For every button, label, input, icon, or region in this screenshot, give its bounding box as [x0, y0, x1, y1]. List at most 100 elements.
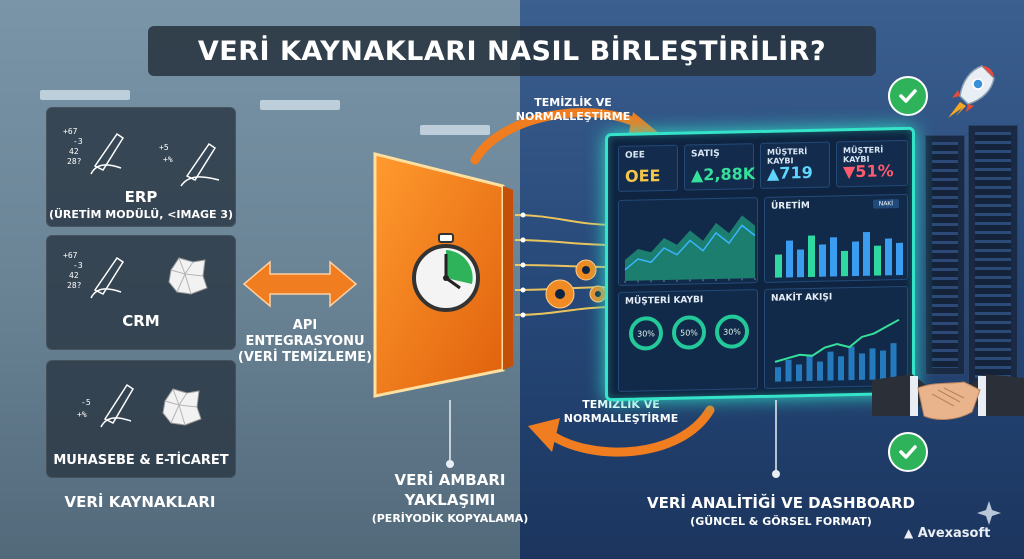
cash-bar — [848, 346, 855, 381]
production-bar — [819, 244, 826, 277]
api-line3: (VERİ TEMİZLEME) — [237, 350, 373, 365]
bottom-arrow-label: TEMİZLİK VE NORMALLEŞTİRME — [556, 398, 686, 426]
cash-bar — [785, 359, 792, 382]
production-bar — [874, 245, 881, 276]
production-bar — [786, 240, 793, 278]
ceiling-light — [260, 100, 340, 110]
dashboard-screen: OEE OEE SATIŞ ▲2,88K MÜŞTERİ KAYBI ▲719 … — [605, 126, 915, 402]
top-arrow-label: TEMİZLİK VE NORMALLEŞTİRME — [508, 96, 638, 124]
handwriting-icon: +67 -3 42 28? — [63, 127, 125, 175]
production-panel: ÜRETİM NAKİ — [764, 193, 908, 283]
production-title: ÜRETİM — [771, 200, 810, 212]
svg-text:28?: 28? — [67, 281, 82, 290]
api-label: API ENTEGRASYONU (VERİ TEMİZLEME) — [235, 318, 375, 366]
warehouse-line2: YAKLAŞIMI — [404, 491, 496, 509]
kpi-label: OEE — [625, 150, 645, 161]
handwriting-icon: -5 +% — [77, 383, 135, 428]
crumpled-paper-icon — [168, 257, 208, 295]
warehouse-line1: VERİ AMBARI — [394, 471, 506, 489]
handwriting-icon: +5 +% — [159, 142, 220, 187]
production-bar — [885, 238, 892, 276]
crumpled-paper-icon — [162, 388, 202, 426]
svg-text:+67: +67 — [63, 127, 78, 136]
svg-text:+%: +% — [77, 410, 87, 419]
accounting-label: MUHASEBE & E-TİCARET — [53, 453, 229, 468]
kpi-card: MÜŞTERİ KAYBI ▼51% — [836, 139, 908, 188]
production-badge: NAKİ — [872, 199, 899, 209]
api-line2: ENTEGRASYONU — [245, 334, 365, 349]
gears-icon — [545, 259, 607, 309]
cash-flow-panel: NAKİT AKIŞI — [764, 285, 908, 389]
production-bar — [797, 249, 804, 278]
svg-text:-3: -3 — [73, 137, 83, 146]
brand-mark-icon: ▲ — [904, 526, 914, 540]
cash-flow-chart — [774, 318, 900, 382]
svg-text:42: 42 — [69, 147, 79, 156]
pointer-line — [772, 400, 780, 478]
erp-sublabel: (ÜRETİM MODÜLÜ, <IMAGE 3) — [48, 208, 234, 221]
ring-gauge: 50% — [672, 315, 706, 350]
double-arrow-icon — [242, 260, 358, 308]
cash-bar — [859, 353, 865, 380]
svg-text:+5: +5 — [159, 143, 169, 152]
svg-text:+%: +% — [163, 155, 173, 164]
kpi-value: OEE — [625, 166, 661, 186]
sparkle-icon — [977, 501, 1001, 525]
cash-flow-title: NAKİT AKIŞI — [771, 292, 833, 304]
production-bar — [863, 231, 870, 276]
kpi-card: SATIŞ ▲2,88K — [684, 143, 756, 191]
production-bar — [775, 254, 782, 278]
svg-text:42: 42 — [69, 271, 79, 280]
cash-bar — [880, 350, 886, 380]
cash-bar — [838, 356, 844, 381]
ceiling-light — [420, 125, 490, 135]
server-rack — [968, 125, 1018, 385]
kpi-card: MÜŞTERİ KAYBI ▲719 — [760, 141, 830, 189]
production-bar — [852, 241, 859, 277]
svg-text:-5: -5 — [81, 398, 91, 407]
api-line1: API — [292, 318, 318, 333]
cash-bar — [869, 348, 876, 380]
cash-bar — [796, 364, 802, 382]
churn-title: MÜŞTERİ KAYBI — [625, 295, 704, 307]
source-card-accounting: -5 +% MUHASEBE & E-TİCARET — [46, 360, 236, 478]
warehouse-label: VERİ AMBARI YAKLAŞIMI (PERİYODİK KOPYALA… — [340, 470, 560, 528]
pointer-line — [446, 400, 454, 468]
bottom-arrow-line2: NORMALLEŞTİRME — [563, 412, 679, 425]
production-bar-chart — [775, 231, 903, 278]
analytics-line2: (GÜNCEL & GÖRSEL FORMAT) — [690, 515, 872, 528]
check-icon — [888, 432, 928, 472]
analytics-label: VERİ ANALİTİĞİ VE DASHBOARD (GÜNCEL & GÖ… — [626, 493, 936, 531]
top-arrow-line2: NORMALLEŞTİRME — [515, 110, 631, 123]
source-card-crm: +67 -3 42 28? CRM — [46, 235, 236, 350]
rocket-icon — [948, 65, 995, 118]
cash-bar — [806, 354, 813, 382]
cash-bar — [775, 367, 781, 382]
svg-text:-3: -3 — [73, 261, 83, 270]
brand-logo: ▲ Avexasoft — [904, 526, 990, 541]
bottom-arrow-line1: TEMİZLİK VE — [582, 398, 660, 411]
check-icon — [888, 76, 928, 116]
crm-label: CRM — [122, 312, 160, 330]
curved-arrow-bottom — [528, 405, 715, 457]
cash-line — [774, 318, 900, 363]
sources-heading: VERİ KAYNAKLARI — [64, 493, 216, 511]
svg-text:+67: +67 — [63, 251, 78, 260]
source-card-erp: +67 -3 42 28? +5 +% ERP (ÜRETİM MODÜLÜ, … — [46, 107, 236, 227]
svg-text:28?: 28? — [67, 157, 82, 166]
top-arrow-line1: TEMİZLİK VE — [534, 96, 612, 109]
area-line — [624, 224, 756, 271]
churn-panel: MÜŞTERİ KAYBI 30% 50% 30% — [618, 289, 758, 392]
ring-gauge: 30% — [629, 316, 663, 351]
analytics-line1: VERİ ANALİTİĞİ VE DASHBOARD — [647, 494, 915, 512]
stopwatch-icon — [412, 233, 480, 312]
area-chart — [624, 215, 756, 283]
server-rack — [925, 135, 965, 375]
production-bar — [841, 250, 848, 277]
kpi-card: OEE OEE — [618, 144, 678, 192]
kpi-label: SATIŞ — [691, 148, 720, 160]
kpi-value: ▲719 — [767, 162, 813, 183]
brand-name: Avexasoft — [917, 526, 991, 541]
handshake-icon — [872, 374, 1024, 420]
kpi-value: ▲2,88K — [691, 164, 756, 185]
